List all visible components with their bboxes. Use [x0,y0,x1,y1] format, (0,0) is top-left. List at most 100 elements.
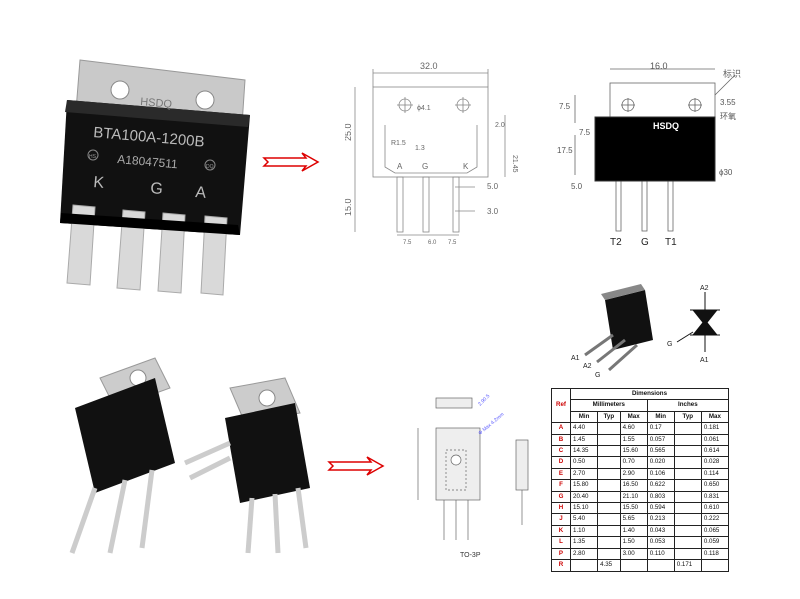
row-ref: J [551,513,571,526]
row-cell [673,456,702,469]
package-name: TO-3P [460,552,481,559]
dim-hole: ϕ4.1 [417,105,431,112]
drawing-slot: 2.90.5 [477,393,491,407]
dim-height: 25.0 [345,123,353,141]
dim-radius: R1.5 [391,140,406,147]
row-cell [619,559,648,572]
row-cell [673,547,702,561]
front-pin-g: G [422,162,428,171]
row-ref: A [551,422,571,435]
arrow-right-icon-2 [327,456,385,476]
dim-pin-w: 1.3 [415,145,425,152]
front-pin-a: A [397,162,403,171]
row-cell [569,559,599,572]
dim-side-h: 21.45 [511,155,518,173]
front-pin-k: K [463,162,469,171]
row-cell [597,513,621,526]
row-cell: 0.614 [700,445,730,458]
row-cell: 0.110 [646,547,675,561]
photo-badge-left: HS [89,154,97,160]
side-view-drawing: 16.0 标识 HSDQ 7.5 3.55 环氧 7.5 17.5 ϕ30 5.… [557,61,741,248]
package-symbol: A1 A2 G A2 G A1 [571,284,720,379]
row-cell: 2.70 [569,467,599,481]
row-cell: 0.222 [700,513,730,526]
side-pin-t2: T2 [610,237,622,248]
sym-pkg-g: G [595,372,600,379]
row-cell [673,502,702,515]
pitch-1: 7.5 [403,240,412,246]
row-cell: 15.10 [569,502,599,515]
dim-width: 32.0 [420,61,438,71]
sym-a1: A1 [700,357,709,364]
row-cell: 0.059 [700,536,730,549]
photo-pin-a: A [195,184,207,202]
row-cell: 0.061 [700,433,730,447]
row-cell: 5.65 [619,513,648,526]
ref-header: Ref [551,387,571,424]
row-cell: 0.831 [700,490,730,504]
row-ref: G [551,490,571,504]
row-cell: 20.40 [569,490,599,504]
to3p-drawing: 2.90.5 Φ Max 4.2mm TO-3P [417,393,529,559]
row-cell: 1.50 [619,536,648,549]
dim-lead-d: 5.0 [487,182,499,191]
row-cell: 0.020 [646,456,675,469]
photo-brand: HSDQ [140,96,173,111]
row-ref: P [551,547,571,561]
row-cell [597,502,621,515]
row-cell [673,479,702,492]
row-cell: 4.40 [569,422,599,435]
row-cell: 15.80 [569,479,599,492]
row-cell: 0.043 [646,524,675,538]
side-inner: 7.5 [579,128,591,137]
side-pin-g: G [641,237,649,248]
row-cell: 0.213 [646,513,675,526]
row-cell [673,433,702,447]
mm-header: Millimeters [570,399,648,412]
row-cell: 0.622 [646,479,675,492]
row-cell: 2.80 [569,547,599,561]
row-ref: K [551,524,571,538]
row-cell: 4.35 [597,559,621,572]
row-cell [597,445,621,458]
row-ref: L [551,536,571,549]
sub-typ-in: Typ [673,410,702,424]
row-cell [673,513,702,526]
row-cell: 0.803 [646,490,675,504]
row-cell: 21.10 [619,490,648,504]
row-ref: D [551,456,571,469]
row-ref: F [551,479,571,492]
side-lead: 5.0 [571,182,583,191]
row-cell [597,536,621,549]
row-cell [597,479,621,492]
photo-pin-g: G [150,180,164,198]
side-pin-t1: T1 [665,237,677,248]
row-cell: 0.028 [700,456,730,469]
arrow-right-icon [262,152,320,172]
row-cell [597,433,621,447]
row-cell: 0.057 [646,433,675,447]
dimensions-table: Ref Dimensions Millimeters Inches Min Ty… [551,387,730,572]
sym-g: G [667,341,672,348]
side-epoxy: 环氧 [720,111,736,121]
row-cell [597,422,621,435]
row-cell [673,422,702,435]
row-cell: 1.45 [569,433,599,447]
row-cell [597,456,621,469]
row-cell: 0.114 [700,467,730,481]
row-cell: 15.60 [619,445,648,458]
side-width: 16.0 [650,61,668,71]
dim-lead-w: 3.0 [487,207,499,216]
row-cell: 1.10 [569,524,599,538]
row-cell: 0.610 [700,502,730,515]
row-cell [673,490,702,504]
